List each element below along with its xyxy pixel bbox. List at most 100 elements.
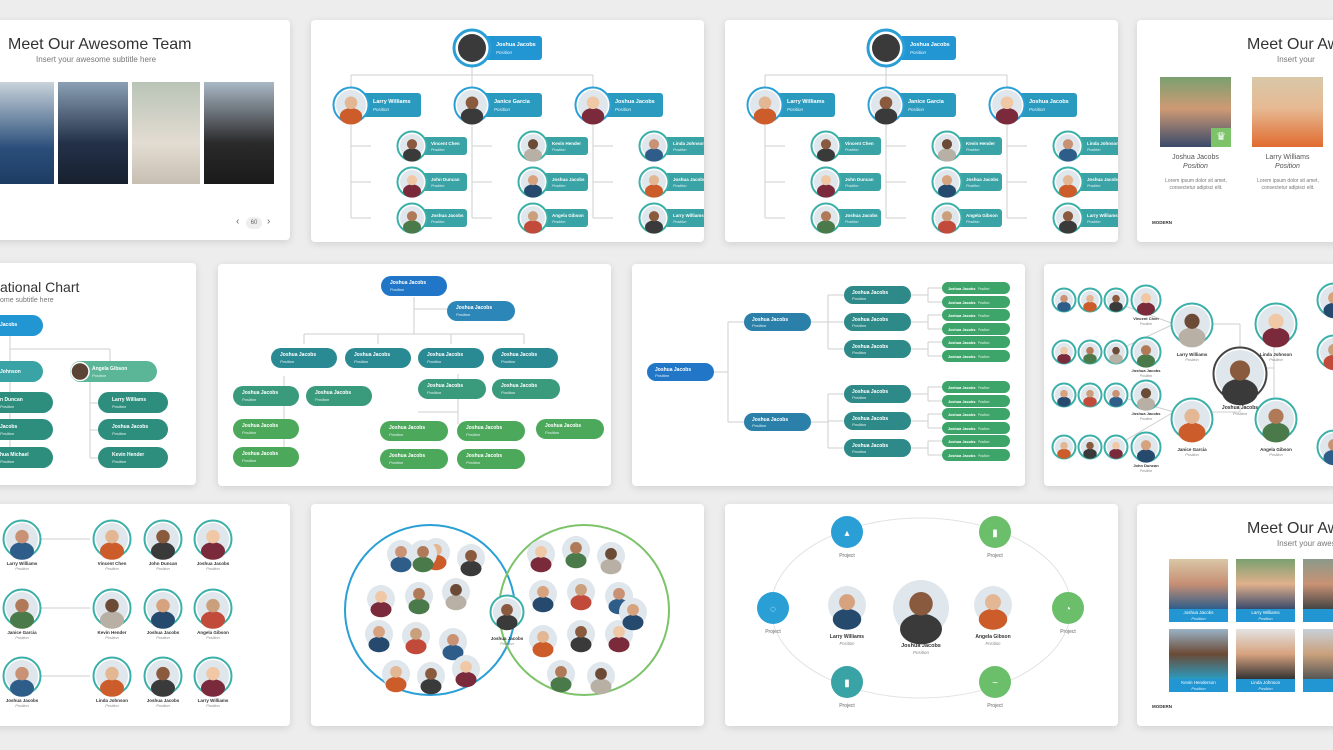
pill-name: Joshua Jacobs: [242, 390, 278, 396]
left-head-pill[interactable]: [0, 361, 43, 382]
slide-meet-team-cards[interactable]: Meet Our Aw Insert your ♛ Joshua Jacobs …: [1137, 20, 1333, 242]
node-name: Linda Johnson: [673, 141, 704, 146]
project-node[interactable]: ~Project: [979, 666, 1011, 709]
venn-avatar: [405, 582, 433, 615]
team-card[interactable]: [1303, 629, 1333, 692]
project-node[interactable]: ◔Project: [1052, 592, 1084, 635]
pill-name: Joshua Jacobs: [354, 352, 390, 358]
project-node[interactable]: ▮Project: [979, 516, 1011, 559]
project-node[interactable]: ◌Project: [757, 592, 789, 635]
project-node[interactable]: ▴Project: [831, 516, 863, 559]
slide-project-cycle[interactable]: ▴Project ▮Project ◌Project ◔Project ▮Project…: [725, 504, 1118, 726]
prev-arrow-icon[interactable]: ‹: [236, 216, 240, 227]
slide-meet-team-grid[interactable]: Meet Our Aw Insert your awesa Joshua Jac…: [1137, 504, 1333, 726]
right-head-pill[interactable]: [70, 361, 157, 382]
top-pill[interactable]: [0, 315, 43, 336]
slide-organizational-chart[interactable]: ational Chart ome subtitle here Jacobs J…: [0, 263, 196, 485]
member-avatar: [92, 656, 132, 697]
slide-meet-team[interactable]: Meet Our Awesome Team Insert your awesom…: [0, 20, 290, 240]
lead-avatar: [1170, 397, 1214, 443]
pill-position: Position: [112, 459, 127, 464]
top-node[interactable]: Joshua Jacobs Position: [452, 28, 542, 68]
next-arrow-icon[interactable]: ›: [267, 216, 271, 227]
team-card[interactable]: [1303, 559, 1333, 622]
project-node[interactable]: ▮Project: [831, 666, 863, 709]
top-node[interactable]: Joshua Jacobs Position: [866, 28, 956, 68]
